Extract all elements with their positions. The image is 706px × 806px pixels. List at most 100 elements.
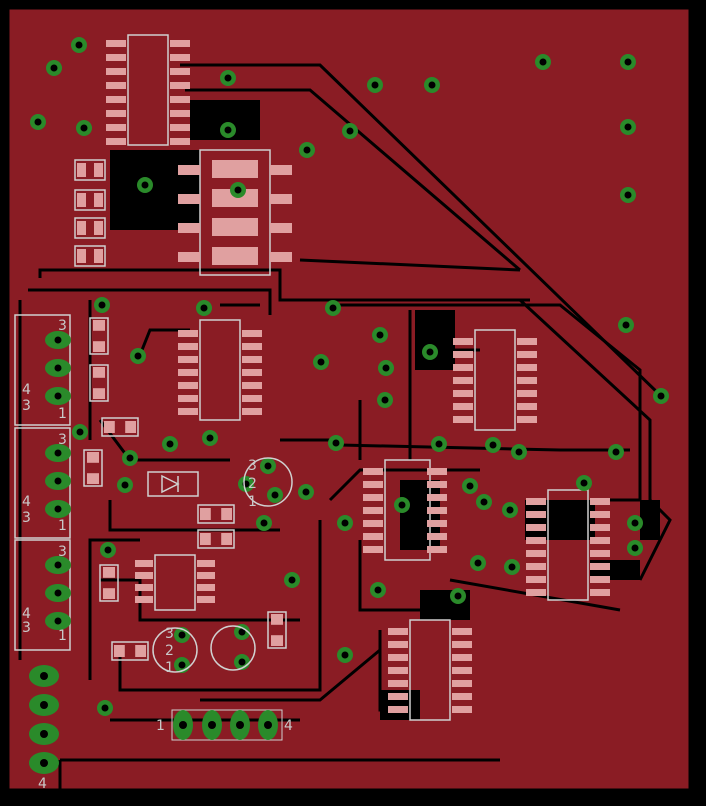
- smd-component: [267, 611, 287, 649]
- ic-pad: [452, 641, 472, 648]
- connector-pad-hole: [54, 505, 62, 513]
- left-header-pin4-label: 4: [38, 776, 47, 792]
- via-hole: [200, 304, 208, 312]
- connector-pad-hole: [54, 589, 62, 597]
- ic-pad: [178, 252, 200, 262]
- via-hole: [381, 396, 389, 404]
- ic-pad: [270, 252, 292, 262]
- ic-pad: [212, 189, 258, 207]
- transistor-labels: 3 2 1 3 2 1: [165, 458, 257, 676]
- t1-label-1: 1: [248, 494, 257, 510]
- t2-label-3: 3: [165, 626, 174, 642]
- via-hole: [624, 191, 632, 199]
- via-hole: [622, 321, 630, 329]
- ic-pad: [170, 40, 190, 47]
- smd-pad: [94, 193, 103, 207]
- ic-pad: [526, 589, 546, 596]
- ic-pad: [517, 351, 537, 358]
- smd-component: [74, 189, 106, 211]
- smd-pad: [87, 473, 99, 484]
- ic-pad: [270, 194, 292, 204]
- via-hole: [34, 118, 42, 126]
- smd-pad: [94, 163, 103, 177]
- via-hole: [288, 576, 296, 584]
- ic-pad: [242, 330, 262, 337]
- ic-pad: [170, 68, 190, 75]
- t1-label-2: 2: [248, 476, 257, 492]
- ic-pad: [242, 369, 262, 376]
- via-hole: [303, 146, 311, 154]
- bottom-header: 1 4: [156, 709, 293, 741]
- smd-component: [89, 317, 109, 355]
- smd-component: [99, 564, 119, 602]
- connector-pad-hole: [54, 392, 62, 400]
- ic-pad: [212, 218, 258, 236]
- via-hole: [134, 352, 142, 360]
- via-hole: [624, 58, 632, 66]
- connector-pad-hole: [54, 449, 62, 457]
- via-hole: [374, 586, 382, 594]
- ic-u3: [474, 329, 516, 431]
- ic-pad: [526, 498, 546, 505]
- ic-pad: [363, 481, 383, 488]
- smd-parts: [74, 159, 287, 661]
- smd-component: [89, 364, 109, 402]
- t1-label-3: 3: [248, 458, 257, 474]
- via-hole: [332, 439, 340, 447]
- via-hole: [382, 364, 390, 372]
- j2-label-bottom: 1: [58, 518, 67, 534]
- ic-u2: [199, 319, 241, 421]
- smd-pad: [87, 452, 99, 463]
- smd-component: [197, 504, 235, 524]
- ic-pad: [427, 533, 447, 540]
- ic-pad: [178, 194, 200, 204]
- ic-pad: [452, 654, 472, 661]
- ic-pad: [135, 596, 153, 603]
- ic-pad: [590, 550, 610, 557]
- via-hole: [329, 304, 337, 312]
- via-hole: [126, 454, 134, 462]
- ic-pad: [453, 351, 473, 358]
- smd-pad: [125, 421, 136, 433]
- ic-pad: [590, 524, 610, 531]
- ic-u7: [199, 149, 271, 276]
- via-hole: [234, 186, 242, 194]
- ic-pad: [427, 494, 447, 501]
- via-hole: [302, 488, 310, 496]
- ic-pad: [517, 416, 537, 423]
- header-pad-hole: [40, 701, 48, 709]
- ic-pad: [170, 138, 190, 145]
- j1-label-side-a: 3: [22, 398, 31, 414]
- ic-pad: [170, 82, 190, 89]
- bottom-header-pin4-label: 4: [284, 718, 293, 734]
- ic-pad: [135, 572, 153, 579]
- t2-label-2: 2: [165, 643, 174, 659]
- ic-u5: [547, 489, 589, 601]
- ic-pad: [242, 382, 262, 389]
- header-pad-hole: [264, 721, 272, 729]
- j2-label-side-b: 4: [22, 494, 31, 510]
- via-hole: [224, 126, 232, 134]
- smd-pad: [93, 320, 105, 331]
- ic-pad: [363, 533, 383, 540]
- via-hole: [612, 448, 620, 456]
- smd-component: [74, 245, 106, 267]
- ic-pad: [526, 524, 546, 531]
- ic-pad: [427, 546, 447, 553]
- copper-fill: [110, 100, 660, 720]
- smd-pad: [221, 533, 232, 545]
- ic-pad: [453, 377, 473, 384]
- smd-pad: [94, 249, 103, 263]
- via-hole: [454, 592, 462, 600]
- t2-label-1: 1: [165, 660, 174, 676]
- via-hole: [121, 481, 129, 489]
- header-pad-hole: [236, 721, 244, 729]
- j2-label-side-a: 3: [22, 510, 31, 526]
- via-hole: [466, 482, 474, 490]
- header-pad-hole: [40, 730, 48, 738]
- via-hole: [515, 448, 523, 456]
- ic-pad: [453, 403, 473, 410]
- via-hole: [489, 441, 497, 449]
- ic-pad: [427, 481, 447, 488]
